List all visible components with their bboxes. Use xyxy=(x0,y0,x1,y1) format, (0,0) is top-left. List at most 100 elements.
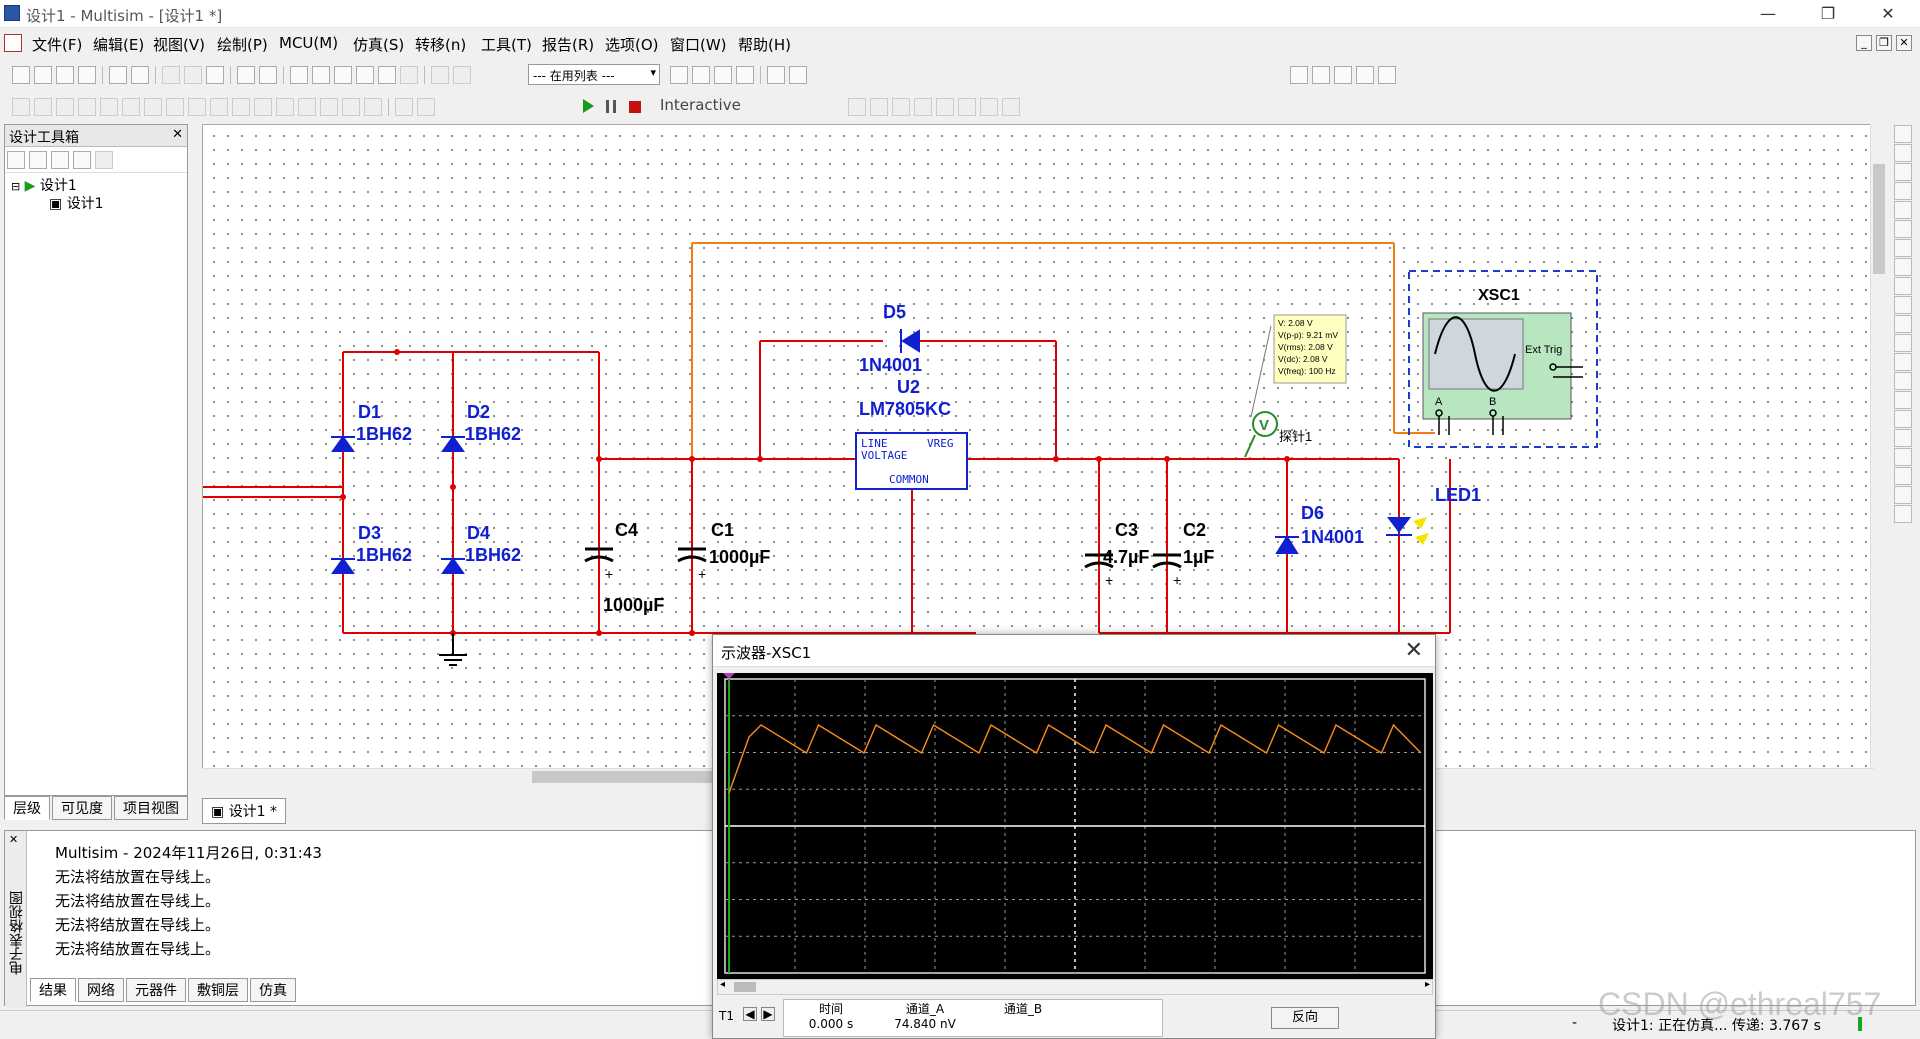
transfer-icon[interactable] xyxy=(736,66,754,84)
rename-icon[interactable] xyxy=(95,151,113,169)
ttl-icon[interactable] xyxy=(122,98,140,116)
frequency-counter-icon[interactable] xyxy=(1894,239,1912,257)
menu-view[interactable]: 视图(V) xyxy=(153,36,205,54)
export-icon[interactable] xyxy=(714,66,732,84)
toolbox-toggle-icon[interactable] xyxy=(290,66,308,84)
transistor-icon[interactable] xyxy=(78,98,96,116)
help-icon[interactable] xyxy=(789,66,807,84)
cursor-right-arrow-icon[interactable]: ▶ xyxy=(761,1007,775,1021)
save-design-icon[interactable] xyxy=(51,151,69,169)
diode-icon[interactable] xyxy=(56,98,74,116)
postprocessor-icon[interactable] xyxy=(356,66,374,84)
output-close-button[interactable]: ✕ xyxy=(9,833,19,846)
function-generator-icon[interactable] xyxy=(1894,144,1912,162)
advanced-peripherals-icon[interactable] xyxy=(188,98,206,116)
d1-diode-symbol[interactable] xyxy=(331,435,355,452)
multimeter-icon[interactable] xyxy=(848,98,866,116)
frequency-counter-icon[interactable] xyxy=(958,98,976,116)
cursor-left-arrow-icon[interactable]: ◀ xyxy=(743,1007,757,1021)
iv-analyzer-icon[interactable] xyxy=(1894,315,1912,333)
schematic-drawing[interactable]: D1 1BH62 D2 1BH62 D3 1BH62 D4 1BH62 ++++ xyxy=(203,125,1875,769)
print-preview-icon[interactable] xyxy=(131,66,149,84)
mdi-minimize-button[interactable]: _ xyxy=(1856,35,1872,51)
tab-nets[interactable]: 网络 xyxy=(78,978,124,1002)
print-icon[interactable] xyxy=(109,66,127,84)
xsc1-oscilloscope[interactable]: XSC1 Ext Trig A B xyxy=(1408,270,1598,448)
interactive-mode-label[interactable]: Interactive xyxy=(660,96,741,114)
copy-icon[interactable] xyxy=(184,66,202,84)
agilent-multimeter-icon[interactable] xyxy=(1894,410,1912,428)
rf-icon[interactable] xyxy=(320,98,338,116)
oscilloscope-screen[interactable] xyxy=(717,673,1433,979)
menu-options[interactable]: 选项(O) xyxy=(605,36,659,54)
tab-design1[interactable]: ▣ 设计1 * xyxy=(202,798,287,824)
horizontal-scroll-thumb[interactable] xyxy=(532,771,752,783)
ground-symbol[interactable] xyxy=(439,633,467,666)
open-icon[interactable] xyxy=(34,66,52,84)
full-screen-icon[interactable] xyxy=(1378,66,1396,84)
ni-elvis-icon[interactable] xyxy=(1894,486,1912,504)
tab-visibility[interactable]: 可见度 xyxy=(52,796,112,820)
indicator-icon[interactable] xyxy=(254,98,272,116)
menu-file[interactable]: 文件(F) xyxy=(32,36,83,54)
d5-diode-symbol[interactable] xyxy=(900,329,920,353)
tab-simulation[interactable]: 仿真 xyxy=(250,978,296,1002)
current-probe-icon[interactable] xyxy=(1894,505,1912,523)
menu-place[interactable]: 绘制(P) xyxy=(217,36,268,54)
run-simulation-icon[interactable] xyxy=(583,99,594,113)
spreadsheet-icon[interactable] xyxy=(312,66,330,84)
restore-button[interactable]: ❐ xyxy=(1820,4,1836,23)
tree-child[interactable]: ▣ 设计1 xyxy=(11,193,181,212)
logic-analyzer-icon[interactable] xyxy=(1894,296,1912,314)
undo-icon[interactable] xyxy=(237,66,255,84)
tab-results[interactable]: 结果 xyxy=(30,978,76,1002)
scroll-left-icon[interactable]: ◂ xyxy=(720,979,726,990)
scroll-right-icon[interactable]: ▸ xyxy=(1424,979,1430,990)
vertical-scroll-thumb[interactable] xyxy=(1873,164,1885,274)
zoom-area-icon[interactable] xyxy=(1334,66,1352,84)
bode-plotter-icon[interactable] xyxy=(1894,220,1912,238)
electromechanical-icon[interactable] xyxy=(342,98,360,116)
menu-simulate[interactable]: 仿真(S) xyxy=(353,36,405,54)
instrument-icon[interactable] xyxy=(692,66,710,84)
pause-simulation-icon[interactable] xyxy=(606,100,616,113)
mixed-icon[interactable] xyxy=(232,98,250,116)
in-use-list-select[interactable]: --- 在用列表 --- ▾ xyxy=(528,64,660,85)
settings-icon[interactable] xyxy=(1002,98,1020,116)
misc-icon[interactable] xyxy=(298,98,316,116)
oscilloscope-icon[interactable] xyxy=(914,98,932,116)
agilent-generator-icon[interactable] xyxy=(1894,391,1912,409)
schematic-canvas[interactable]: D1 1BH62 D2 1BH62 D3 1BH62 D4 1BH62 ++++ xyxy=(202,124,1874,772)
paste-icon[interactable] xyxy=(206,66,224,84)
database-icon[interactable] xyxy=(334,66,352,84)
led1-symbol[interactable] xyxy=(1386,517,1429,545)
menu-tools[interactable]: 工具(T) xyxy=(481,36,532,54)
cmos-icon[interactable] xyxy=(144,98,162,116)
d2-diode-symbol[interactable] xyxy=(441,435,465,452)
mdi-close-button[interactable]: ✕ xyxy=(1896,35,1912,51)
wattmeter-icon[interactable] xyxy=(1894,163,1912,181)
mcu-icon[interactable] xyxy=(166,98,184,116)
minimize-button[interactable]: — xyxy=(1760,4,1776,23)
new-icon[interactable] xyxy=(12,66,30,84)
menu-mcu[interactable]: MCU(M) xyxy=(279,34,339,52)
hierarchical-icon[interactable] xyxy=(395,98,413,116)
reverse-button[interactable]: 反向 xyxy=(1271,1007,1339,1029)
multimeter-icon[interactable] xyxy=(1894,125,1912,143)
tab-components[interactable]: 元器件 xyxy=(126,978,186,1002)
zoom-in-icon[interactable] xyxy=(1290,66,1308,84)
u2-regulator[interactable] xyxy=(855,432,968,490)
d3-diode-symbol[interactable] xyxy=(331,557,355,574)
menu-help[interactable]: 帮助(H) xyxy=(738,36,791,54)
probe-1[interactable]: V 探针1 xyxy=(1244,325,1312,458)
bode-plotter-icon[interactable] xyxy=(936,98,954,116)
probe-icon[interactable] xyxy=(670,66,688,84)
layout-icon[interactable] xyxy=(400,66,418,84)
menu-window[interactable]: 窗口(W) xyxy=(670,36,727,54)
logic-converter-icon[interactable] xyxy=(1894,277,1912,295)
grapher-icon[interactable] xyxy=(378,66,396,84)
tab-project-view[interactable]: 项目视图 xyxy=(114,796,188,820)
d6-diode-symbol[interactable] xyxy=(1275,535,1299,554)
ni-icon[interactable] xyxy=(364,98,382,116)
zoom-out-icon[interactable] xyxy=(1312,66,1330,84)
